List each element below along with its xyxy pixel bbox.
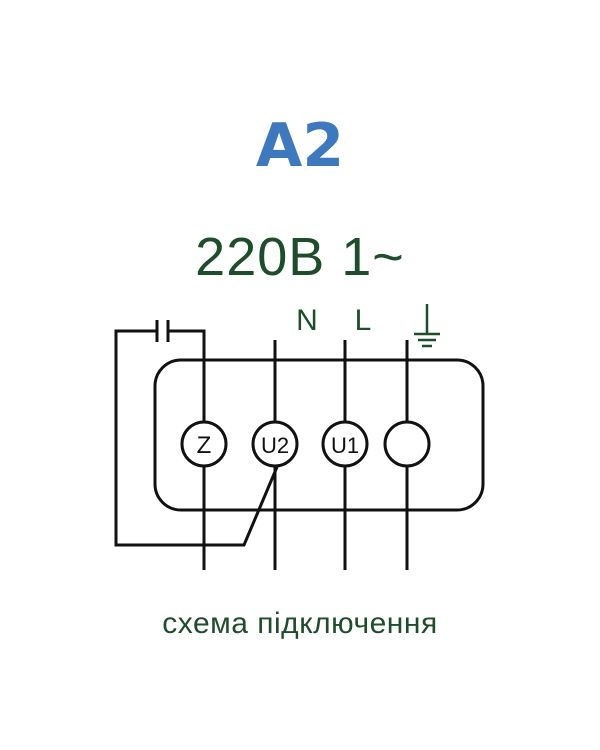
supply-label: 220В 1~ — [195, 227, 405, 287]
live-label: L — [355, 304, 372, 337]
terminal-z-label: Z — [197, 432, 212, 459]
terminal-u2: U2 — [251, 420, 299, 468]
diagram-caption: схема підключення — [162, 607, 438, 640]
terminal-u2-label: U2 — [261, 433, 289, 458]
terminal-ground — [383, 420, 431, 468]
terminal-z: Z — [180, 420, 228, 468]
ground-icon — [414, 304, 440, 348]
terminal-u1-label: U1 — [331, 433, 359, 458]
terminal-box — [153, 358, 485, 512]
terminal-u1: U1 — [321, 420, 369, 468]
diagram-title: A2 — [255, 111, 345, 181]
capacitor-icon — [155, 320, 170, 342]
vertical-wires — [202, 340, 409, 570]
capacitor-loop — [114, 329, 279, 547]
neutral-label: N — [296, 304, 318, 337]
